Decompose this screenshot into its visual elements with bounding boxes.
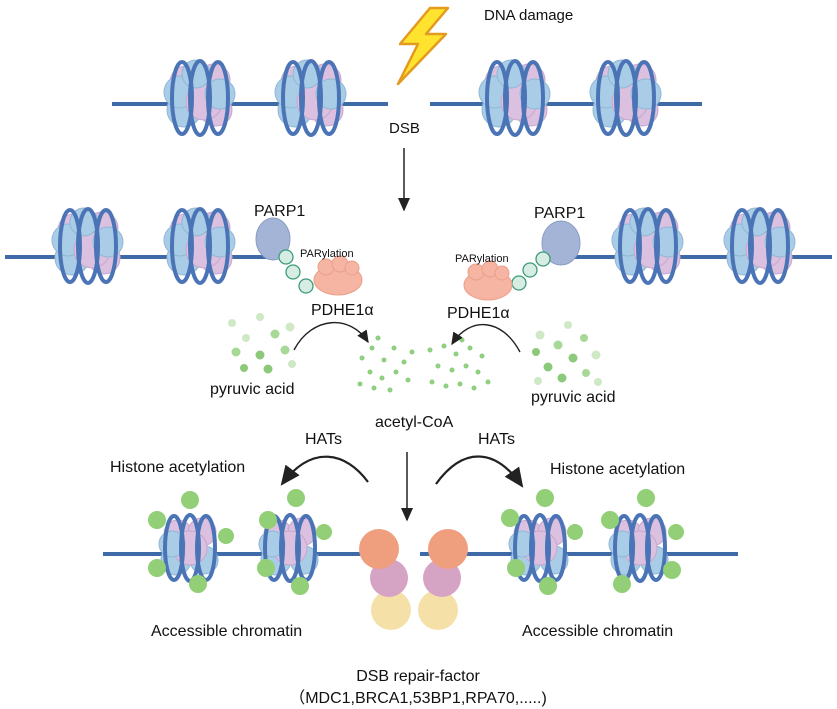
repair-factor-list: （MDC1,BRCA1,53BP1,RPA70,.....) bbox=[289, 689, 547, 707]
pdhe1a-protein-right bbox=[463, 260, 513, 301]
parp1-protein-right bbox=[541, 220, 581, 266]
nucleosome bbox=[162, 58, 237, 137]
nucleosome bbox=[162, 206, 237, 285]
hats-label-left: HATs bbox=[305, 431, 342, 448]
pyruvate-cluster-right bbox=[532, 321, 602, 386]
acetyl-coa-label: acetyl-CoA bbox=[375, 414, 454, 431]
pdhe1a-label-left: PDHE1α bbox=[311, 302, 374, 319]
nucleosome bbox=[273, 58, 348, 137]
accessible-chromatin-label-left: Accessible chromatin bbox=[151, 623, 302, 640]
nucleosome bbox=[722, 206, 797, 285]
parp1-label-left: PARP1 bbox=[254, 203, 305, 220]
parylation-label-left: PARylation bbox=[300, 248, 354, 260]
pyruvic-acid-label-right: pyruvic acid bbox=[531, 389, 615, 406]
parylation-chain-left bbox=[278, 249, 314, 294]
pyruvate-cluster-left bbox=[228, 313, 296, 374]
arrow-pyruvate-to-acetyl-right bbox=[451, 323, 521, 353]
parylation-chain-right bbox=[511, 251, 551, 291]
nucleosome bbox=[607, 513, 670, 583]
nucleosome bbox=[610, 206, 685, 285]
arrow-pyruvate-to-acetyl-left bbox=[293, 321, 369, 351]
histone-acetylation-label-left: Histone acetylation bbox=[110, 459, 245, 476]
parp-row: PARP1 PARylation PDHE1α PARP1 PARylation… bbox=[5, 203, 832, 322]
repair-factor-right bbox=[418, 529, 468, 630]
dsb-chromatin-row bbox=[112, 58, 702, 137]
nucleosome bbox=[50, 206, 125, 285]
parylation-label-right: PARylation bbox=[455, 253, 509, 265]
hats-arrow-right bbox=[435, 455, 524, 488]
pyruvic-acid-label-left: pyruvic acid bbox=[210, 381, 294, 398]
dna-damage-label: DNA damage bbox=[484, 7, 573, 24]
histone-acetylation-label-right: Histone acetylation bbox=[550, 461, 685, 478]
pdhe1a-label-right: PDHE1α bbox=[447, 305, 510, 322]
repair-factor-title: DSB repair-factor bbox=[356, 668, 480, 685]
nucleosome bbox=[477, 58, 552, 137]
accessible-chromatin-label-right: Accessible chromatin bbox=[522, 623, 673, 640]
nucleosome bbox=[588, 58, 663, 137]
acetyl-marks bbox=[148, 489, 684, 595]
pdhe1a-protein-left bbox=[313, 255, 363, 296]
acetyl-coa-cluster bbox=[357, 335, 491, 393]
nucleosome bbox=[157, 513, 220, 583]
hats-arrow-left bbox=[280, 455, 369, 486]
accessible-chromatin-row bbox=[103, 489, 738, 630]
parp1-protein-left bbox=[255, 217, 291, 261]
repair-factor-left bbox=[359, 529, 411, 630]
hats-label-right: HATs bbox=[478, 431, 515, 448]
dsb-label: DSB bbox=[389, 120, 420, 137]
parp1-label-right: PARP1 bbox=[534, 205, 585, 222]
lightning-icon bbox=[396, 6, 450, 86]
